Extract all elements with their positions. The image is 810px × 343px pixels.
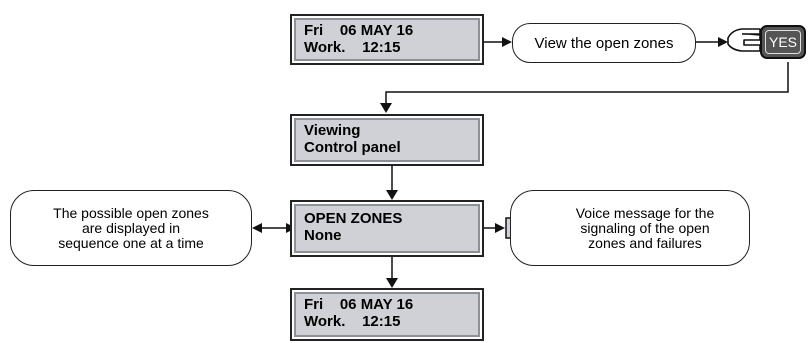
left-note-line3: sequence one at a time [58, 234, 204, 251]
yes-key[interactable]: YES [760, 25, 806, 59]
display-viewing-line2: Control panel [304, 139, 401, 156]
left-note-line2: are displayed in [81, 219, 181, 236]
display-bottom-line2: Work. 12:15 [304, 313, 401, 330]
display-top: Fri 06 MAY 16 Work. 12:15 [290, 14, 484, 65]
right-note-line1: Voice message for the [575, 204, 715, 221]
display-bottom-line1: Fri 06 MAY 16 [304, 296, 414, 313]
display-viewing: Viewing Control panel [290, 114, 484, 166]
view-open-zones-label: View the open zones [534, 34, 674, 52]
display-bottom: Fri 06 MAY 16 Work. 12:15 [290, 288, 484, 341]
yes-key-label: YES [768, 34, 797, 50]
arrow-yes-to-viewing [385, 62, 789, 104]
display-top-line1: Fri 06 MAY 16 [304, 22, 414, 39]
right-note-line3: zones and failures [588, 234, 702, 251]
display-open-zones-line2: None [304, 227, 342, 244]
left-note-bubble: The possible open zones are displayed in… [10, 190, 252, 266]
display-top-line2: Work. 12:15 [304, 39, 401, 56]
view-open-zones-bubble: View the open zones [512, 23, 696, 63]
display-open-zones: OPEN ZONES None [290, 200, 484, 257]
display-open-zones-line1: OPEN ZONES [304, 210, 403, 227]
right-note-bubble: Voice message for the signaling of the o… [510, 190, 750, 266]
display-viewing-line1: Viewing [304, 122, 361, 139]
pointing-hand-icon [727, 28, 761, 52]
left-note-line1: The possible open zones [53, 204, 209, 221]
right-note-line2: signaling of the open [580, 219, 710, 236]
